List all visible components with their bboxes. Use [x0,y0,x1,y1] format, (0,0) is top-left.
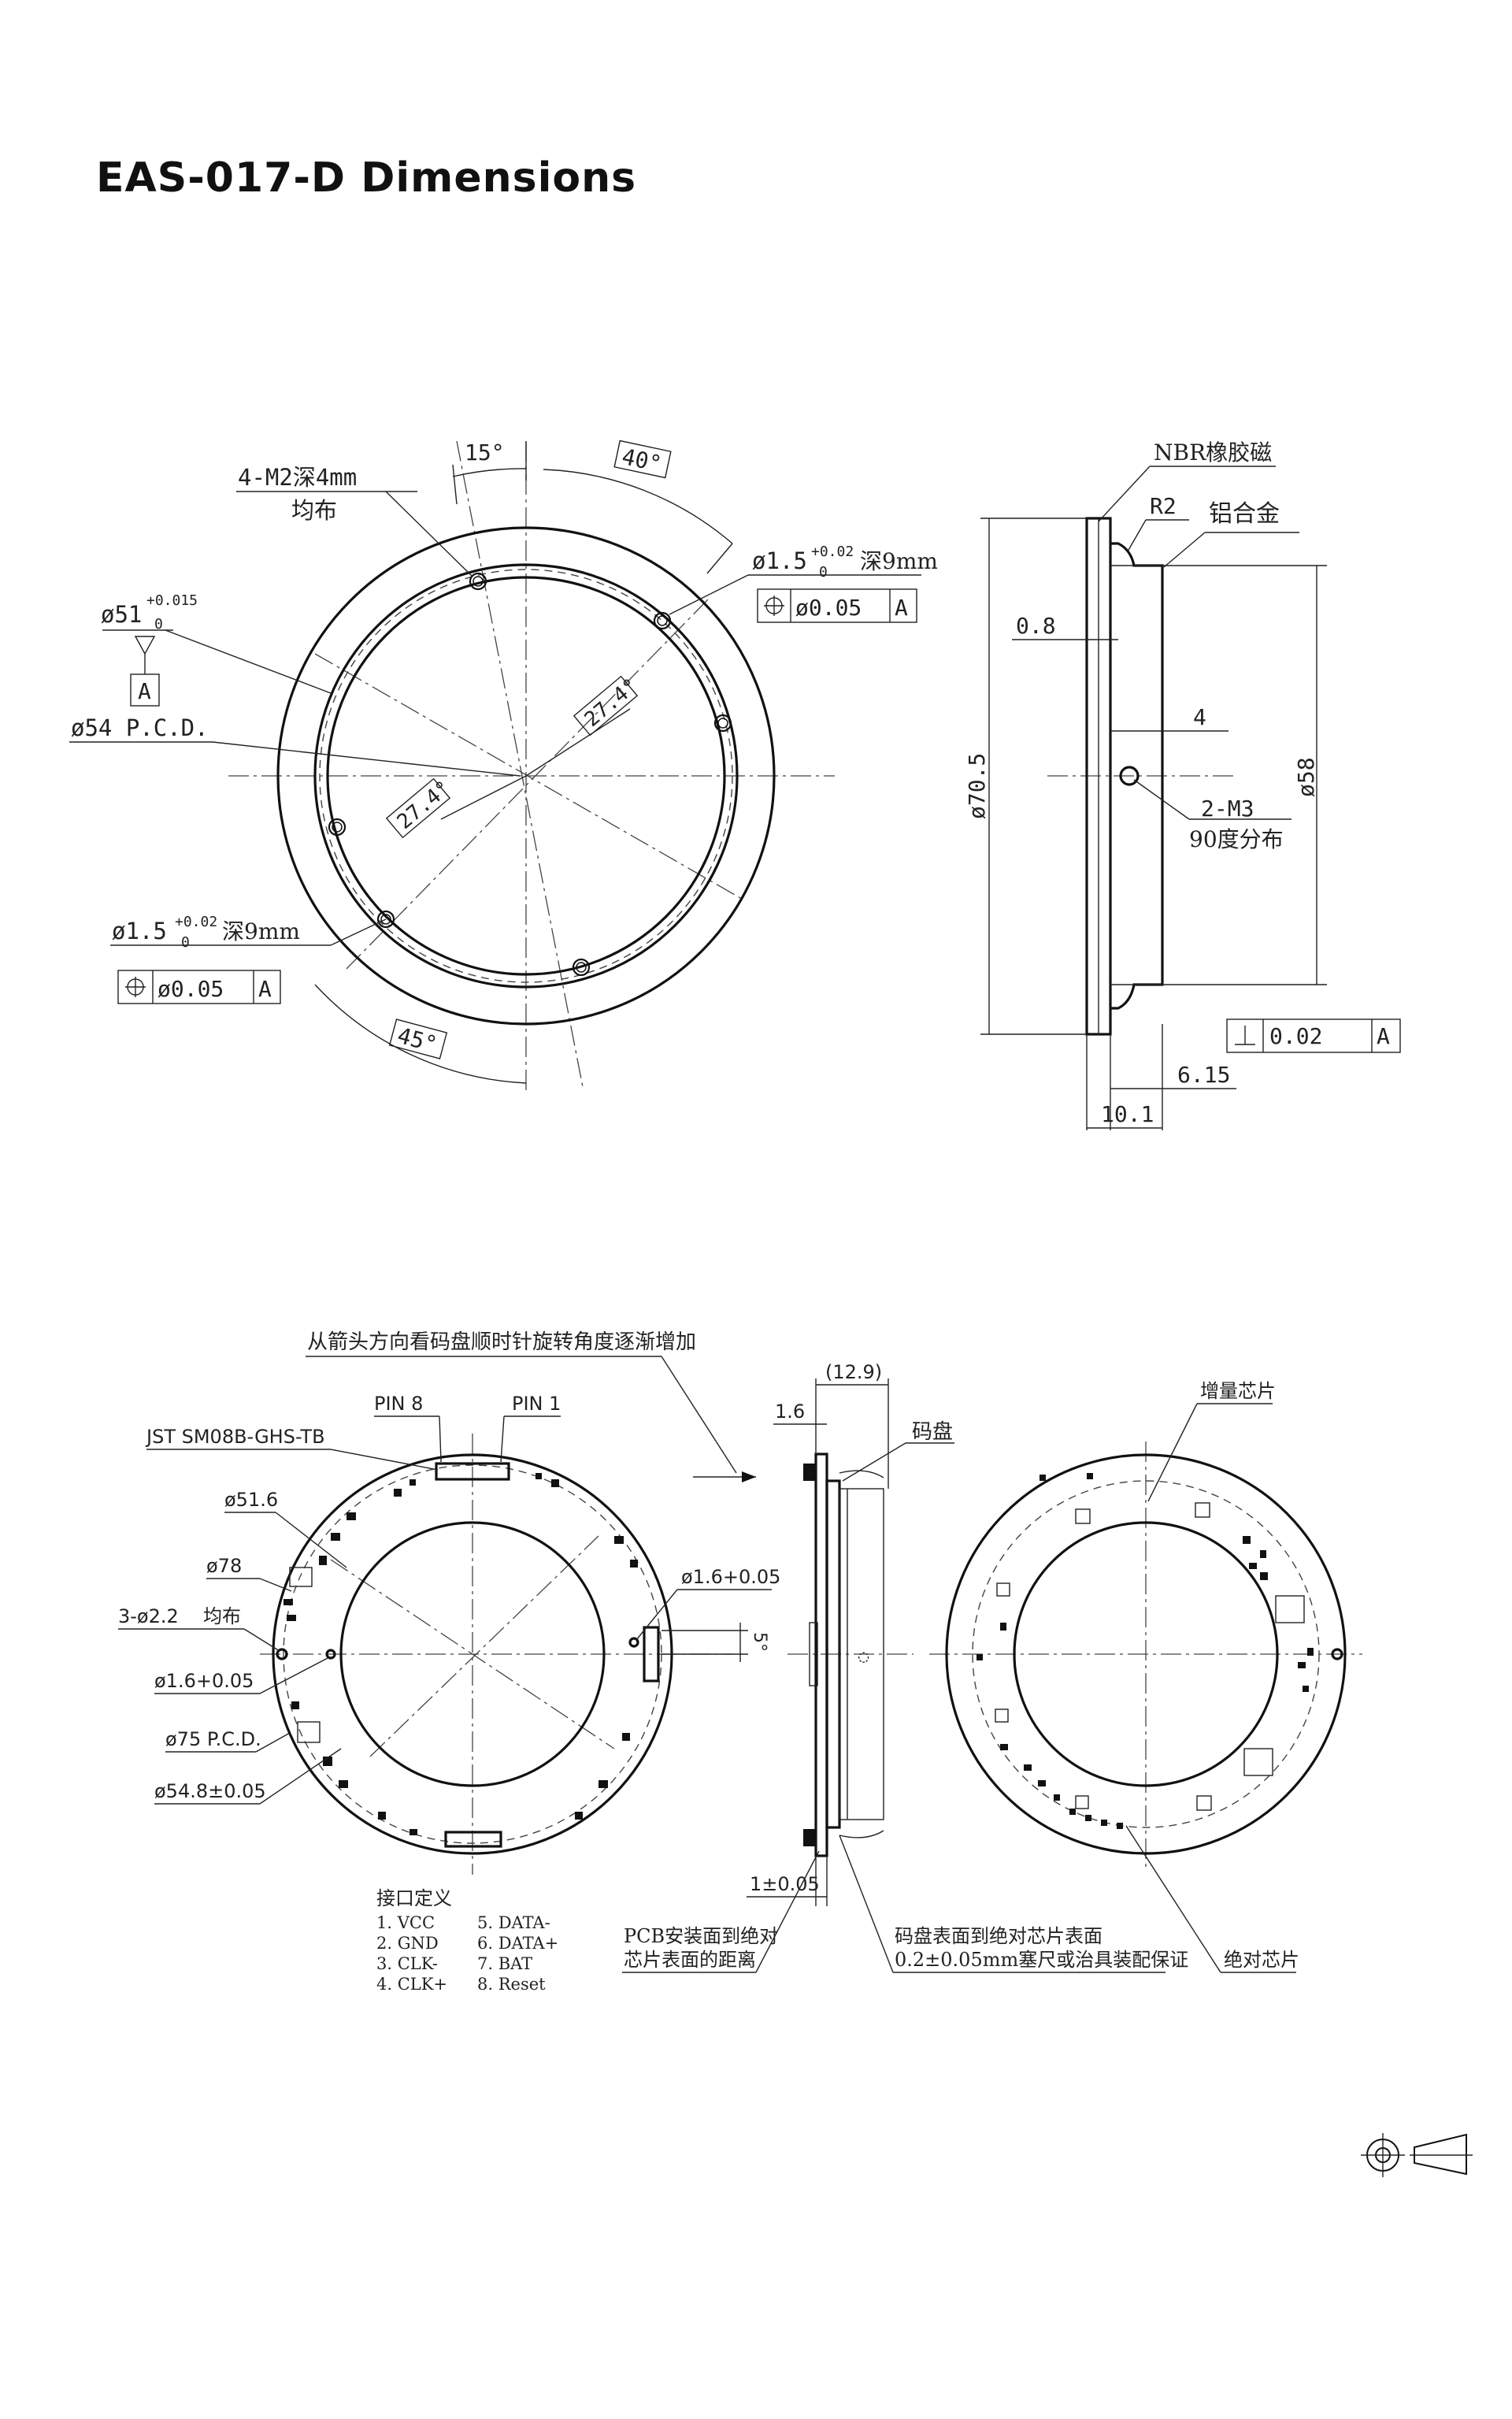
ring-hole [653,611,672,630]
pcb-connector-right [643,1626,660,1683]
label-pin-hole-bottom: ø1.5 [112,918,167,944]
label-nbr-magnet: NBR橡胶磁 [1154,440,1272,466]
ring-hole [572,958,591,977]
label-dim-0-8: 0.8 [1016,613,1056,639]
label-disc: 码盘 [912,1420,953,1444]
label-pos-datum-top: A [895,595,908,621]
pin-def-1: 1. VCC [376,1913,435,1932]
ring-front-view: 4-M2深4mm 均布 15° 40° 45° ø51 +0.015 0 A ø… [69,440,938,1095]
label-pin-depth-top: 深9mm [860,548,938,574]
box-angle-40 [613,440,672,479]
label-bore-tol-upper: +0.015 [146,592,198,609]
label-bore-tol-lower: 0 [154,616,163,633]
label-pin1: PIN 1 [512,1393,561,1415]
pcb-connector-bottom [444,1831,502,1848]
label-pin-depth-bottom: 深9mm [222,918,300,944]
label-perp-datum: A [1377,1023,1390,1049]
label-dia-70-5: ø70.5 [964,753,990,819]
label-note-disc-2: 0.2±0.05mm塞尺或治具装配保证 [895,1949,1188,1971]
label-absolute-chip: 绝对芯片 [1224,1949,1299,1971]
label-m3-holes-sub: 90度分布 [1189,826,1284,852]
label-note-pcb-1: PCB安装面到绝对 [624,1925,778,1947]
ring-hole [713,714,732,733]
label-disc-mark: ◌ [858,1647,869,1667]
label-dim-12-9: (12.9) [825,1361,882,1383]
label-pin-tol-lower-bottom: 0 [181,934,190,951]
label-angle-45: 45° [395,1022,439,1058]
pin-def-3: 3. CLK- [376,1954,438,1973]
position-tol-frame-bottom: ø0.05 A [117,970,281,1004]
label-note-pcb-2: 芯片表面的距离 [624,1949,756,1971]
label-m3-holes: 2-M3 [1201,796,1254,822]
label-aluminium: 铝合金 [1209,500,1280,528]
label-pin-tol-upper-top: +0.02 [811,544,854,560]
label-dim-10-1: 10.1 [1101,1101,1154,1127]
pin-def-8: 8. Reset [477,1975,546,1994]
label-mount-holes: 3-ø2.2 [118,1605,179,1627]
label-d1-6-left: ø1.6+0.05 [154,1670,254,1692]
pcb-connector-top [435,1462,510,1481]
label-tap-holes: 4-M2深4mm [238,464,357,491]
box-angle-45 [388,1018,448,1059]
projection-symbol-icon [1361,2133,1473,2177]
label-pos-tol-bottom: ø0.05 [158,976,224,1002]
pin-def-7: 7. BAT [477,1954,532,1973]
pcb-front-view: 从箭头方向看码盘顺时针旋转角度逐渐增加 PIN 8 PIN 1 JST SM08… [118,1330,780,1994]
pcb-chip-view: 增量芯片 绝对芯片 [929,1380,1362,1973]
pcb-components [284,1473,638,1835]
label-radius: R2 [1150,493,1177,519]
label-mount-holes-sub: 均布 [203,1605,241,1627]
label-d54-8: ø54.8±0.05 [154,1780,266,1802]
label-dia-58: ø58 [1293,757,1319,797]
label-incremental-chip: 增量芯片 [1200,1380,1276,1402]
label-angle-5: 5° [750,1632,769,1652]
label-dim-1-6: 1.6 [775,1401,805,1423]
label-dim-4: 4 [1193,704,1206,730]
label-pin-tol-lower-top: 0 [819,564,828,581]
pcb-side-view: ◌ (12.9) 1.6 码盘 1±0.05 PCB安装面到绝对 芯片表面的距离… [622,1361,1188,1973]
label-pcd: ø54 P.C.D. [71,714,209,741]
label-perp-tol: 0.02 [1269,1023,1322,1049]
box-angle-27-4-b [385,777,451,839]
label-d78: ø78 [206,1555,242,1577]
label-bore-dia: ø51 [101,601,142,628]
label-dim-1: 1±0.05 [750,1873,820,1895]
ring-hole [469,572,487,591]
ring-hole [376,910,395,929]
label-pos-tol-top: ø0.05 [795,595,862,621]
label-angle-15: 15° [465,440,505,466]
pin-def-2: 2. GND [376,1934,439,1953]
position-tol-frame-top: ø0.05 A [757,588,917,623]
label-rotation-note: 从箭头方向看码盘顺时针旋转角度逐渐增加 [307,1330,696,1354]
label-pcd75: ø75 P.C.D. [165,1728,261,1750]
label-note-disc-1: 码盘表面到绝对芯片表面 [895,1925,1102,1947]
pin-def-4: 4. CLK+ [376,1975,447,1994]
label-dim-6-15: 6.15 [1177,1062,1230,1088]
perpendicularity-frame: 0.02 A [1226,1018,1401,1053]
label-pos-datum-bottom: A [258,976,272,1002]
label-pin-hole-top: ø1.5 [752,547,807,574]
label-d51-6: ø51.6 [224,1489,278,1511]
ring-side-view: NBR橡胶磁 R2 铝合金 0.8 4 2-M3 90度分布 ø70.5 ø58 [964,440,1401,1130]
label-iface-title: 接口定义 [376,1887,452,1909]
ring-hole [328,818,346,837]
page-title: EAS-017-D Dimensions [96,154,637,202]
box-angle-27-4-a [573,675,639,736]
label-tap-holes-sub: 均布 [291,497,337,524]
label-datum-a: A [138,678,151,704]
label-d1-6-right: ø1.6+0.05 [681,1566,780,1588]
pin-def-5: 5. DATA- [477,1913,550,1932]
pin-def-6: 6. DATA+ [477,1934,558,1953]
chip-components [976,1473,1314,1829]
label-connector: JST SM08B-GHS-TB [145,1426,325,1448]
label-pin-tol-upper-bottom: +0.02 [175,914,217,930]
label-pin8: PIN 8 [374,1393,423,1415]
datum-a-box [130,673,160,707]
